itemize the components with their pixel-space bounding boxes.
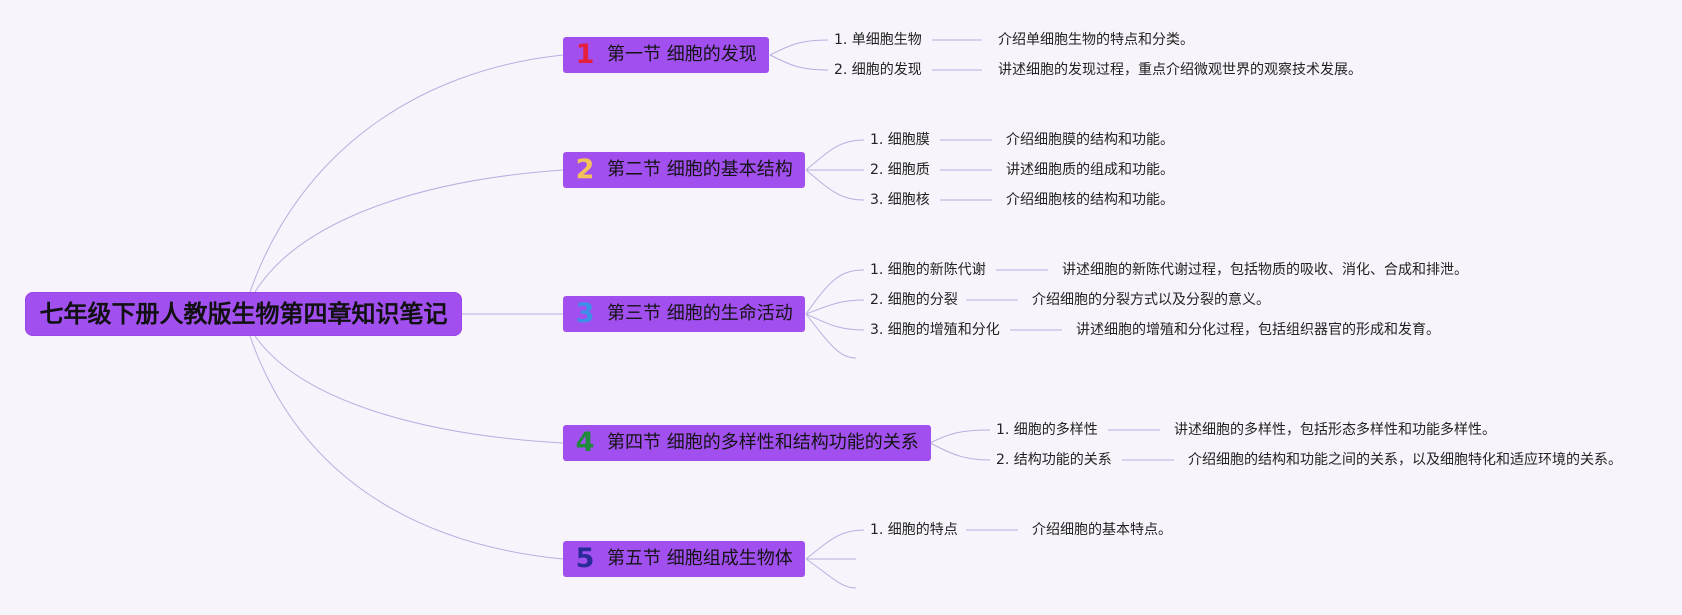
section-2-number: 2 xyxy=(575,154,595,185)
section-2-item-1[interactable]: 1. 细胞膜 xyxy=(870,132,930,148)
section-4-item-2[interactable]: 2. 结构功能的关系 xyxy=(996,452,1112,468)
link-s1-item1 xyxy=(769,39,829,56)
section-1-topic[interactable]: 1 第一节 细胞的发现 xyxy=(563,37,769,73)
section-3-item-1[interactable]: 1. 细胞的新陈代谢 xyxy=(870,262,986,278)
section-1-item-2-desc[interactable]: 讲述细胞的发现过程，重点介绍微观世界的观察技术发展。 xyxy=(998,62,1362,78)
section-5-topic[interactable]: 5 第五节 细胞组成生物体 xyxy=(563,541,805,577)
link-s5-extra2 xyxy=(805,558,857,589)
link-s2-item1 xyxy=(805,139,865,171)
section-5-number: 5 xyxy=(575,543,595,574)
section-4-item-2-desc[interactable]: 介绍细胞的结构和功能之间的关系，以及细胞特化和适应环境的关系。 xyxy=(1188,452,1622,468)
section-1-item-1-desc[interactable]: 介绍单细胞生物的特点和分类。 xyxy=(998,32,1194,48)
link-root-section-1 xyxy=(249,54,564,293)
section-3-item-3[interactable]: 3. 细胞的增殖和分化 xyxy=(870,322,1000,338)
section-1-item-2[interactable]: 2. 细胞的发现 xyxy=(834,62,922,78)
section-3-topic[interactable]: 3 第三节 细胞的生命活动 xyxy=(563,296,805,332)
section-2-topic[interactable]: 2 第二节 细胞的基本结构 xyxy=(563,152,805,188)
section-3-item-2-desc[interactable]: 介绍细胞的分裂方式以及分裂的意义。 xyxy=(1032,292,1270,308)
section-2-item-2-desc[interactable]: 讲述细胞质的组成和功能。 xyxy=(1006,162,1174,178)
section-4-item-1-desc[interactable]: 讲述细胞的多样性，包括形态多样性和功能多样性。 xyxy=(1174,422,1496,438)
link-s3-item3 xyxy=(805,313,865,331)
section-3-title: 第三节 细胞的生命活动 xyxy=(607,303,793,324)
section-2-item-3-desc[interactable]: 介绍细胞核的结构和功能。 xyxy=(1006,192,1174,208)
section-1-item-1[interactable]: 1. 单细胞生物 xyxy=(834,32,922,48)
section-1-title: 第一节 细胞的发现 xyxy=(607,44,757,65)
link-root-section-2 xyxy=(254,169,564,293)
link-s4-item1 xyxy=(929,429,991,444)
root-topic[interactable]: 七年级下册人教版生物第四章知识笔记 xyxy=(25,292,462,336)
link-s1-item2 xyxy=(769,54,829,71)
link-s5-item1 xyxy=(805,529,865,560)
section-5-item-1-desc[interactable]: 介绍细胞的基本特点。 xyxy=(1032,522,1172,538)
section-3-item-1-desc[interactable]: 讲述细胞的新陈代谢过程，包括物质的吸收、消化、合成和排泄。 xyxy=(1062,262,1468,278)
link-s2-item3 xyxy=(805,169,865,201)
section-2-item-2[interactable]: 2. 细胞质 xyxy=(870,162,930,178)
section-5-item-1[interactable]: 1. 细胞的特点 xyxy=(870,522,958,538)
section-4-title: 第四节 细胞的多样性和结构功能的关系 xyxy=(607,432,919,453)
link-s4-item2 xyxy=(929,442,991,461)
link-s3-item2 xyxy=(805,299,865,315)
section-4-item-1[interactable]: 1. 细胞的多样性 xyxy=(996,422,1098,438)
section-4-number: 4 xyxy=(575,427,595,458)
section-2-title: 第二节 细胞的基本结构 xyxy=(607,159,793,180)
section-5-title: 第五节 细胞组成生物体 xyxy=(607,548,793,569)
link-s3-extra xyxy=(805,313,857,359)
link-root-section-5 xyxy=(249,335,564,560)
section-1-number: 1 xyxy=(575,39,595,70)
section-2-item-3[interactable]: 3. 细胞核 xyxy=(870,192,930,208)
link-root-section-4 xyxy=(254,335,564,444)
section-3-number: 3 xyxy=(575,298,595,329)
section-4-topic[interactable]: 4 第四节 细胞的多样性和结构功能的关系 xyxy=(563,425,931,461)
section-3-item-2[interactable]: 2. 细胞的分裂 xyxy=(870,292,958,308)
section-3-item-3-desc[interactable]: 讲述细胞的增殖和分化过程，包括组织器官的形成和发育。 xyxy=(1076,322,1440,338)
section-2-item-1-desc[interactable]: 介绍细胞膜的结构和功能。 xyxy=(1006,132,1174,148)
link-s3-item1 xyxy=(805,269,865,315)
